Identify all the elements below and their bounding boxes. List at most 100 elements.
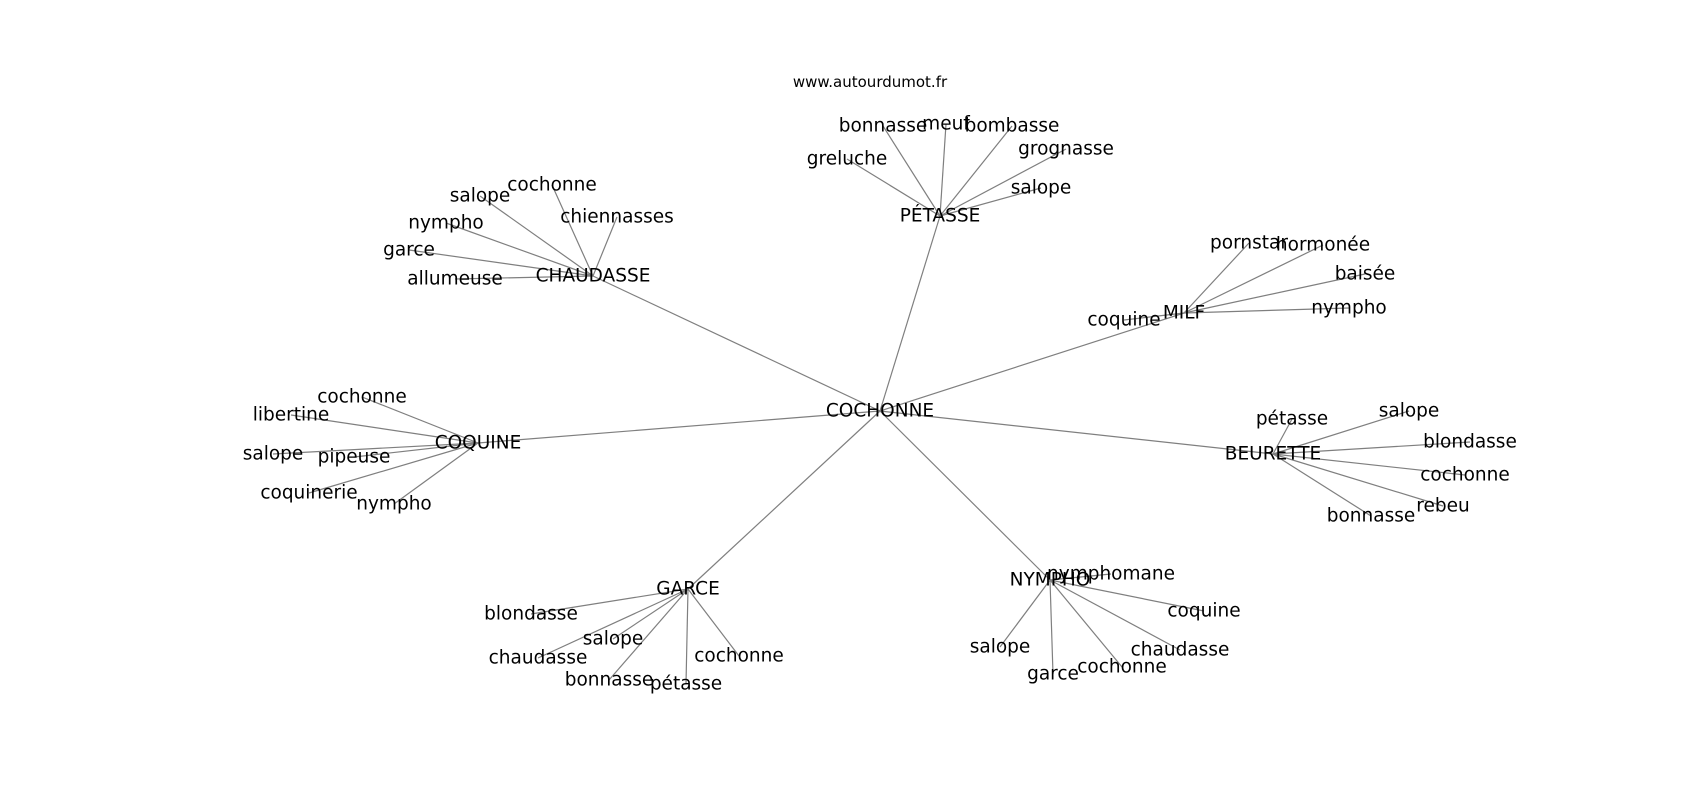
- leaf-node: salope: [970, 637, 1031, 658]
- edge-hub-leaf: [551, 184, 594, 277]
- edge-hub-leaf: [1272, 418, 1293, 455]
- edge-hub-leaf: [846, 158, 941, 217]
- leaf-node: garce: [383, 240, 435, 261]
- edge-hub-leaf: [1049, 573, 1112, 581]
- leaf-node: salope: [243, 444, 304, 465]
- edge-hub-leaf: [1183, 242, 1250, 314]
- source-credit: www.autourdumot.fr: [793, 73, 948, 91]
- edge-root-hub: [879, 215, 941, 412]
- leaf-node: cochonne: [317, 387, 407, 408]
- hub-node: MILF: [1163, 303, 1205, 324]
- edge-hub-leaf: [308, 442, 479, 494]
- edge-hub-leaf: [1049, 579, 1054, 675]
- leaf-node: garce: [1027, 664, 1079, 685]
- leaf-node: nymphomane: [1047, 564, 1175, 585]
- edge-hub-leaf: [1123, 312, 1185, 321]
- edge-root-hub: [879, 312, 1185, 412]
- edge-hub-leaf: [1049, 579, 1205, 612]
- leaf-node: pétasse: [1256, 409, 1328, 430]
- leaf-node: coquine: [1167, 601, 1240, 622]
- leaf-node: cochonne: [1077, 657, 1167, 678]
- edge-root-hub: [687, 410, 881, 590]
- hub-node: COQUINE: [435, 433, 522, 454]
- edge-hub-leaf: [685, 588, 689, 685]
- edge-hub-leaf: [408, 249, 594, 277]
- edge-hub-leaf: [272, 442, 479, 455]
- edge-hub-leaf: [445, 222, 594, 277]
- edge-hub-leaf: [939, 148, 1067, 217]
- hub-node: PÉTASSE: [900, 205, 981, 227]
- leaf-node: allumeuse: [407, 269, 503, 290]
- edge-hub-leaf: [361, 396, 479, 444]
- edge-hub-leaf: [530, 588, 689, 615]
- edge-root-hub: [879, 410, 1274, 455]
- edge-hub-leaf: [1272, 410, 1410, 455]
- edge-hub-leaf: [1183, 244, 1324, 314]
- leaf-node: greluche: [807, 149, 887, 170]
- leaf-node: hormonée: [1276, 235, 1370, 256]
- edge-hub-leaf: [537, 588, 689, 659]
- leaf-node: libertine: [253, 405, 330, 426]
- graph-edges: [272, 123, 1471, 685]
- root-node: COCHONNE: [826, 401, 934, 422]
- edge-hub-leaf: [1049, 579, 1123, 668]
- leaf-node: chaudasse: [1131, 640, 1230, 661]
- edge-hub-leaf: [393, 442, 479, 505]
- edge-hub-leaf: [1272, 441, 1471, 455]
- leaf-node: bonnasse: [565, 670, 654, 691]
- leaf-node: meuf: [922, 114, 970, 135]
- leaf-node: bombasse: [965, 116, 1060, 137]
- edge-hub-leaf: [1183, 273, 1366, 314]
- leaf-node: pipeuse: [318, 447, 391, 468]
- leaf-node: bonnasse: [1327, 506, 1416, 527]
- edge-hub-leaf: [687, 588, 740, 657]
- edge-hub-leaf: [353, 442, 479, 458]
- edge-hub-leaf: [1272, 453, 1444, 507]
- edge-hub-leaf: [1272, 453, 1466, 476]
- hub-node: NYMPHO: [1010, 570, 1091, 591]
- leaf-node: salope: [450, 186, 511, 207]
- leaf-node: bonnasse: [839, 116, 928, 137]
- leaf-node: chaudasse: [489, 648, 588, 669]
- edge-hub-leaf: [939, 123, 947, 217]
- edge-root-hub: [879, 410, 1051, 581]
- leaf-node: cochonne: [694, 646, 784, 667]
- leaf-node: blondasse: [484, 604, 578, 625]
- edge-hub-leaf: [479, 195, 594, 277]
- edge-hub-leaf: [1183, 307, 1350, 314]
- leaf-node: cochonne: [507, 175, 597, 196]
- edge-hub-leaf: [1049, 579, 1181, 651]
- hub-node: BEURETTE: [1225, 444, 1321, 465]
- leaf-node: nympho: [356, 494, 431, 515]
- edge-hub-leaf: [882, 125, 941, 217]
- hub-node: CHAUDASSE: [536, 266, 651, 287]
- edge-root-hub: [592, 275, 881, 412]
- leaf-node: coquinerie: [260, 483, 357, 504]
- edge-hub-leaf: [939, 187, 1042, 217]
- edge-hub-leaf: [454, 275, 594, 280]
- leaf-node: baisée: [1335, 264, 1396, 285]
- leaf-node: chiennasses: [560, 207, 674, 228]
- leaf-node: cochonne: [1420, 465, 1510, 486]
- edge-hub-leaf: [939, 125, 1013, 217]
- leaf-node: blondasse: [1423, 432, 1517, 453]
- hub-node: GARCE: [656, 579, 720, 600]
- edge-hub-leaf: [1272, 453, 1372, 517]
- leaf-node: salope: [583, 629, 644, 650]
- leaf-node: salope: [1379, 401, 1440, 422]
- edge-hub-leaf: [999, 579, 1051, 648]
- edge-hub-leaf: [612, 588, 689, 640]
- leaf-node: salope: [1011, 178, 1072, 199]
- leaf-node: nympho: [408, 213, 483, 234]
- edge-root-hub: [477, 410, 881, 444]
- leaf-node: coquine: [1087, 310, 1160, 331]
- edge-hub-leaf: [290, 414, 479, 444]
- leaf-node: rebeu: [1416, 496, 1469, 517]
- leaf-node: pornstar: [1210, 233, 1288, 254]
- leaf-node: pétasse: [650, 674, 722, 695]
- leaf-node: nympho: [1311, 298, 1386, 319]
- leaf-node: grognasse: [1018, 139, 1114, 160]
- edge-hub-leaf: [592, 216, 618, 277]
- graph-labels: COCHONNEPÉTASSEbonnassemeufbombassegrogn…: [243, 114, 1517, 695]
